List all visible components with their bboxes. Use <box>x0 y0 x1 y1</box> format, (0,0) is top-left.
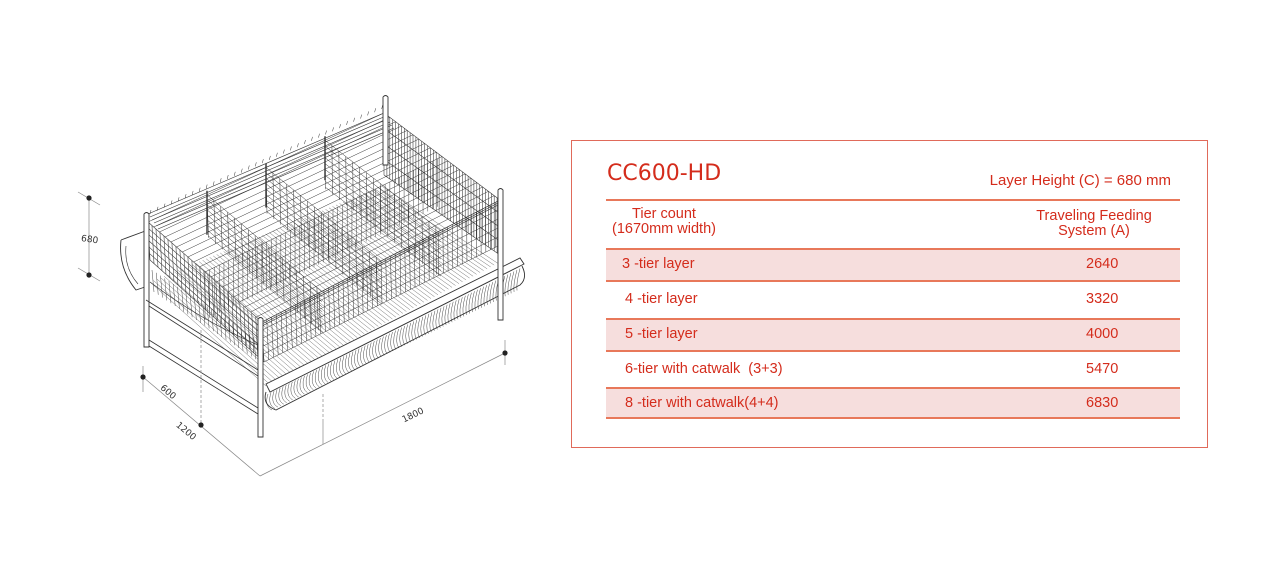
dimension-dot <box>502 350 508 356</box>
header-feeding-system: Traveling Feeding System (A) <box>1024 209 1164 239</box>
row-value: 5470 <box>1086 361 1119 377</box>
model-title: CC600-HD <box>607 161 722 186</box>
dimension-dot <box>86 195 92 201</box>
dimension-length <box>259 340 506 477</box>
cage-wireframe <box>120 95 525 438</box>
table-header: Tier count (1670mm width) Traveling Feed… <box>606 199 1180 248</box>
row-label: 5 -tier layer <box>625 326 698 342</box>
row-label: 3 -tier layer <box>622 256 695 272</box>
header-tier-count-line2: (1670mm width) <box>612 221 716 237</box>
row-value: 3320 <box>1086 291 1119 307</box>
table-row: 3 -tier layer 2640 <box>606 248 1180 280</box>
dimension-depth <box>142 330 261 477</box>
table-row: 5 -tier layer 4000 <box>606 318 1180 350</box>
layer-height: Layer Height (C) = 680 mm <box>989 172 1171 189</box>
header-tier-count: Tier count (1670mm width) <box>608 207 720 237</box>
row-label: 8 -tier with catwalk(4+4) <box>625 395 779 411</box>
table-row: 6-tier with catwalk (3+3) 5470 <box>606 350 1180 387</box>
dimension-label-1200: 1200 <box>174 420 198 443</box>
row-value: 4000 <box>1086 326 1119 342</box>
dimension-dot <box>86 272 92 278</box>
row-label: 6-tier with catwalk (3+3) <box>625 361 783 377</box>
dimension-label-600: 600 <box>158 383 178 402</box>
header-feeding-line2: System (A) <box>1058 223 1130 239</box>
dimension-dot <box>140 374 146 380</box>
row-label: 4 -tier layer <box>625 291 698 307</box>
row-value: 2640 <box>1086 256 1119 272</box>
header-feeding-line1: Traveling Feeding <box>1036 208 1152 224</box>
dimension-dot <box>198 422 204 428</box>
dimension-label-1800: 1800 <box>401 406 426 425</box>
header-tier-count-line1: Tier count <box>632 206 696 222</box>
table-row: 8 -tier with catwalk(4+4) 6830 <box>606 387 1180 419</box>
dimension-label-height: 680 <box>80 234 99 246</box>
cage-isometric-drawing: 680 600 1200 1800 <box>77 95 525 477</box>
spec-card: CC600-HD Layer Height (C) = 680 mm Tier … <box>571 140 1208 448</box>
table-row: 4 -tier layer 3320 <box>606 280 1180 318</box>
row-value: 6830 <box>1086 395 1119 411</box>
spec-table: Tier count (1670mm width) Traveling Feed… <box>606 199 1180 419</box>
